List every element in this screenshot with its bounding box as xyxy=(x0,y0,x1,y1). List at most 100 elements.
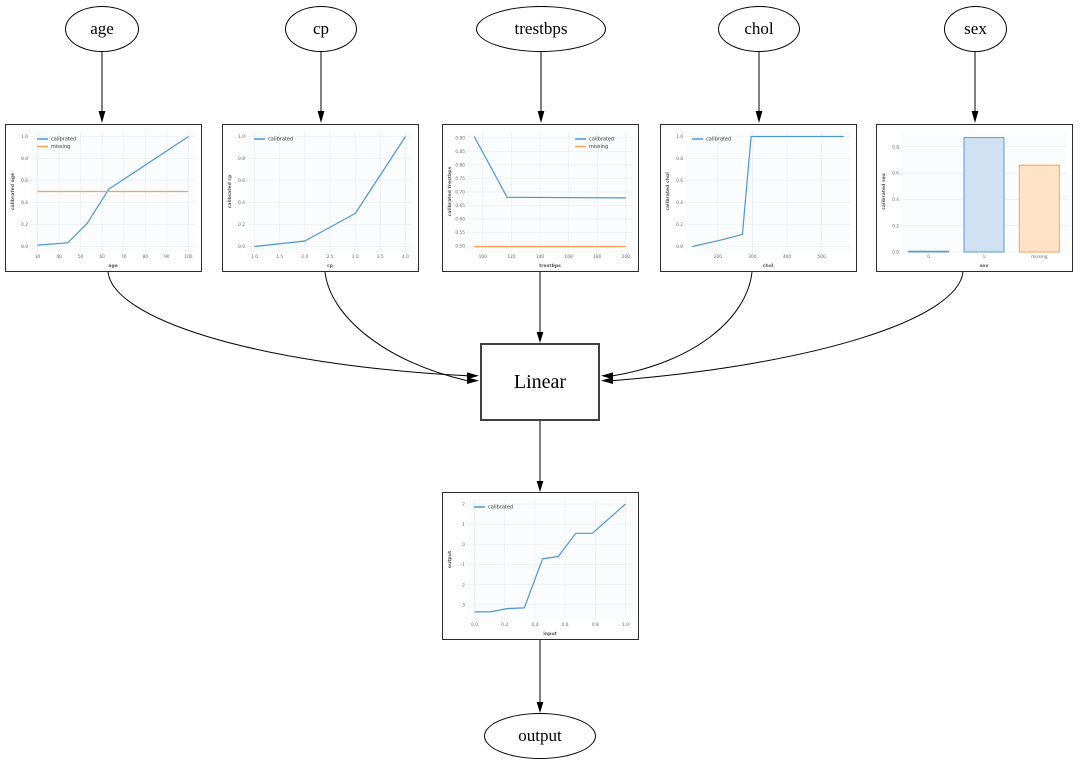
legend-label: calibrated xyxy=(51,137,76,143)
y-tick-label: -2 xyxy=(461,582,466,588)
legend-label: missing xyxy=(589,144,608,150)
y-tick-label: 0.75 xyxy=(455,176,465,182)
x-tick-label: 200 xyxy=(622,254,630,260)
y-axis-label: calibrated cp xyxy=(227,174,233,209)
y-tick-label: 0.8 xyxy=(21,156,28,162)
node-sex-label: sex xyxy=(964,19,987,38)
y-axis-label: calibrated age xyxy=(10,173,16,210)
x-tick-label: 160 xyxy=(565,254,573,260)
x-tick-label: 30 xyxy=(35,254,41,260)
x-tick-label: 0.8 xyxy=(592,622,599,628)
x-tick-label: 2.0 xyxy=(301,254,308,260)
x-tick-label: 80 xyxy=(143,254,149,260)
y-tick-label: 0.60 xyxy=(455,217,465,223)
arrowhead-output-ellipse xyxy=(536,702,544,713)
y-tick-label: 0.2 xyxy=(892,223,899,229)
edge-chol-to-linear xyxy=(612,271,753,377)
x-tick-label: 500 xyxy=(818,254,826,260)
node-sex: sex xyxy=(944,6,1007,52)
x-tick-label: 1.0 xyxy=(622,622,629,628)
y-tick-label: 0.80 xyxy=(455,162,465,168)
y-tick-label: 0.4 xyxy=(21,200,28,206)
x-tick-label: 1.0 xyxy=(251,254,258,260)
x-axis-label: cp xyxy=(327,264,334,269)
legend-label: calibrated xyxy=(268,137,293,143)
x-tick-label: 400 xyxy=(783,254,791,260)
arrowhead-age-linear xyxy=(467,372,479,380)
node-output-label: output xyxy=(518,726,562,745)
x-tick-label: 0.4 xyxy=(531,622,538,628)
y-tick-label: -3 xyxy=(461,602,466,608)
y-tick-label: 0.0 xyxy=(21,244,28,250)
x-tick-label: 0.2 xyxy=(501,622,508,628)
x-axis-label: chol xyxy=(763,263,774,269)
edge-sex-to-linear xyxy=(612,271,964,382)
legend-label: calibrated xyxy=(589,137,614,143)
x-tick-label: 100 xyxy=(184,254,192,260)
series-calibrated xyxy=(474,503,626,613)
y-tick-label: 2 xyxy=(462,502,465,508)
y-tick-label: 0.4 xyxy=(892,197,899,203)
y-tick-label: 0.6 xyxy=(21,178,28,184)
y-axis-label: calibrated trestbps xyxy=(447,166,453,216)
y-tick-label: -1 xyxy=(461,562,466,568)
edge-cp-to-linear xyxy=(324,271,468,382)
y-tick-label: 0.55 xyxy=(455,230,465,236)
y-tick-label: 0.2 xyxy=(676,222,683,228)
bar-1 xyxy=(963,137,1005,253)
x-tick-label: 70 xyxy=(121,254,127,260)
x-axis-label: sex xyxy=(980,264,989,269)
x-tick-label: 0 xyxy=(927,254,930,260)
arrowhead-age-panel xyxy=(98,111,106,123)
y-tick-label: 0.0 xyxy=(676,244,683,250)
arrowhead-sex-linear xyxy=(601,377,613,384)
legend-label: missing xyxy=(51,144,70,150)
x-tick-label: 1.5 xyxy=(276,254,283,260)
y-tick-label: 0.0 xyxy=(892,250,899,256)
legend-label: calibrated xyxy=(706,137,731,143)
x-tick-label: missing xyxy=(1031,254,1048,260)
y-tick-label: 1.0 xyxy=(21,134,28,140)
bar-0 xyxy=(908,250,950,253)
y-tick-label: 0.8 xyxy=(238,156,245,162)
x-tick-label: 90 xyxy=(164,254,170,260)
y-axis-label: calibrated sex xyxy=(881,173,887,210)
series-calibrated xyxy=(692,135,844,248)
x-tick-label: 4.0 xyxy=(402,254,409,260)
node-output: output xyxy=(484,713,596,759)
plot-area xyxy=(467,499,633,620)
x-tick-label: 0.6 xyxy=(562,622,569,628)
x-tick-label: 200 xyxy=(714,254,722,260)
y-tick-label: 1 xyxy=(462,522,465,528)
y-tick-label: 0.6 xyxy=(238,178,245,184)
x-tick-label: 60 xyxy=(99,254,105,260)
x-tick-label: 180 xyxy=(593,254,601,260)
x-tick-label: 300 xyxy=(748,254,756,260)
x-tick-label: 140 xyxy=(536,254,544,260)
y-axis-label: calibrated chol xyxy=(665,172,671,211)
y-tick-label: 0.0 xyxy=(238,244,245,250)
x-axis-label: trestbps xyxy=(539,263,561,269)
arrowhead-cp-linear xyxy=(467,377,479,384)
y-tick-label: 0.2 xyxy=(21,222,28,228)
arrowhead-trestbps-panel xyxy=(537,111,545,123)
series-calibrated xyxy=(473,136,626,199)
x-tick-label: 3.0 xyxy=(352,254,359,260)
